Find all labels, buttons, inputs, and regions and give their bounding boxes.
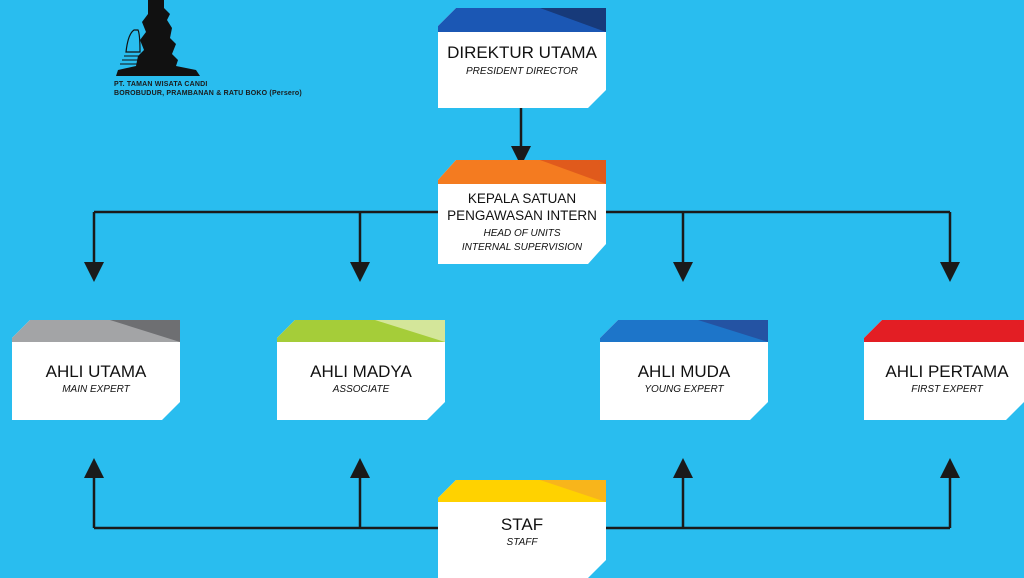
associate-title: AHLI MADYA: [310, 362, 412, 381]
node-head-internal-supervision: KEPALA SATUAN PENGAWASAN INTERN HEAD OF …: [438, 160, 606, 264]
first-expert-subtitle: FIRST EXPERT: [911, 384, 983, 395]
head-subtitle-line2: INTERNAL SUPERVISION: [462, 242, 583, 253]
node-director: DIREKTUR UTAMA PRESIDENT DIRECTOR: [438, 8, 606, 108]
main-expert-title: AHLI UTAMA: [46, 362, 147, 381]
company-name: PT. TAMAN WISATA CANDI BOROBUDUR, PRAMBA…: [114, 80, 302, 98]
associate-subtitle: ASSOCIATE: [332, 384, 390, 395]
company-logo: [116, 0, 200, 76]
company-name-line2: BOROBUDUR, PRAMBANAN & RATU BOKO (Perser…: [114, 90, 302, 97]
head-subtitle-line1: HEAD OF UNITS: [483, 228, 560, 239]
staff-subtitle: STAFF: [507, 537, 539, 548]
node-staff: STAF STAFF: [438, 480, 606, 578]
node-associate: AHLI MADYA ASSOCIATE: [277, 320, 445, 420]
head-title-line1: KEPALA SATUAN: [468, 191, 576, 206]
main-expert-subtitle: MAIN EXPERT: [62, 384, 130, 395]
head-title-line2: PENGAWASAN INTERN: [447, 208, 597, 223]
young-expert-title: AHLI MUDA: [638, 362, 731, 381]
first-expert-title: AHLI PERTAMA: [885, 362, 1009, 381]
node-main-expert: AHLI UTAMA MAIN EXPERT: [12, 320, 180, 420]
young-expert-subtitle: YOUNG EXPERT: [644, 384, 724, 395]
node-first-expert: AHLI PERTAMA FIRST EXPERT: [864, 320, 1024, 420]
staff-title: STAF: [501, 515, 543, 534]
company-name-line1: PT. TAMAN WISATA CANDI: [114, 81, 208, 88]
director-title: DIREKTUR UTAMA: [447, 43, 598, 62]
node-young-expert: AHLI MUDA YOUNG EXPERT: [600, 320, 768, 420]
director-subtitle: PRESIDENT DIRECTOR: [466, 66, 578, 77]
